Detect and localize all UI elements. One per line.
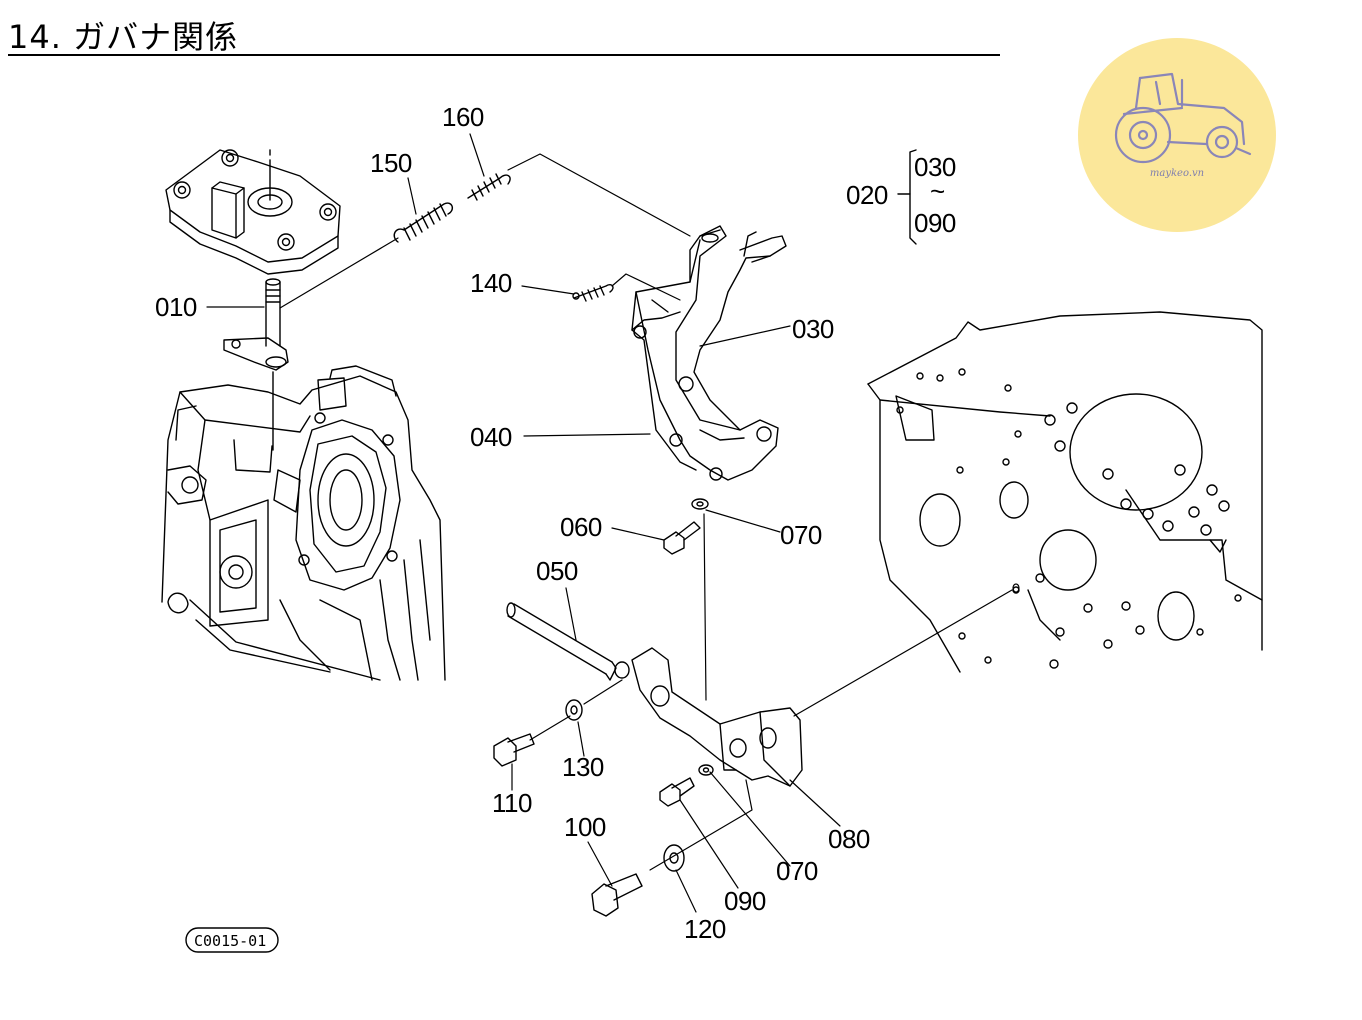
figure-code-capsule <box>185 927 279 953</box>
header-divider <box>8 54 1000 56</box>
page-title: 14. ガバナ関係 <box>8 18 239 56</box>
washer-130 <box>565 699 583 721</box>
group-range-tilde: ~ <box>930 176 945 206</box>
label-050: 050 <box>536 556 578 586</box>
governor-cover-plate <box>165 149 341 275</box>
callout-labels: 010 150 160 140 030 040 060 070 050 130 … <box>155 102 956 950</box>
leader-lines <box>206 133 1020 913</box>
label-110: 110 <box>492 788 532 818</box>
bolt-090 <box>659 777 695 807</box>
group-label-090: 090 <box>914 208 956 238</box>
page-header: 14. ガバナ関係 <box>8 8 1000 56</box>
label-070-upper: 070 <box>780 520 822 550</box>
label-100: 100 <box>564 812 606 842</box>
figure-code: C0015-01 <box>194 932 266 950</box>
washer-070-lower <box>698 764 714 776</box>
engine-block <box>867 311 1263 673</box>
label-040: 040 <box>470 422 512 452</box>
label-060: 060 <box>560 512 602 542</box>
spring-150 <box>393 202 454 243</box>
bolt-110 <box>493 733 535 767</box>
governor-shaft <box>506 602 630 681</box>
brand-logo: maykeo.vn <box>1078 38 1276 232</box>
bolt-060 <box>663 521 701 555</box>
group-label-030: 030 <box>914 152 956 182</box>
tractor-icon <box>1114 72 1252 164</box>
governor-fork-lever <box>631 647 803 787</box>
label-130: 130 <box>562 752 604 782</box>
spring-160 <box>467 173 511 201</box>
governor-lever-assembly <box>631 225 787 481</box>
spring-140 <box>572 283 614 302</box>
group-bracket <box>897 149 917 245</box>
label-090: 090 <box>724 886 766 916</box>
label-120: 120 <box>684 914 726 944</box>
logo-caption: maykeo.vn <box>1149 168 1205 179</box>
label-030: 030 <box>792 314 834 344</box>
bolt-100 <box>591 873 643 917</box>
gear-case-housing <box>161 365 446 681</box>
washer-120 <box>663 844 685 872</box>
label-150: 150 <box>370 148 412 178</box>
label-070-lower: 070 <box>776 856 818 886</box>
label-010: 010 <box>155 292 197 322</box>
governor-lever-shaft <box>223 278 289 451</box>
label-080: 080 <box>828 824 870 854</box>
washer-070-upper <box>691 498 709 510</box>
label-160: 160 <box>442 102 484 132</box>
group-label-020: 020 <box>846 180 888 210</box>
label-140: 140 <box>470 268 512 298</box>
